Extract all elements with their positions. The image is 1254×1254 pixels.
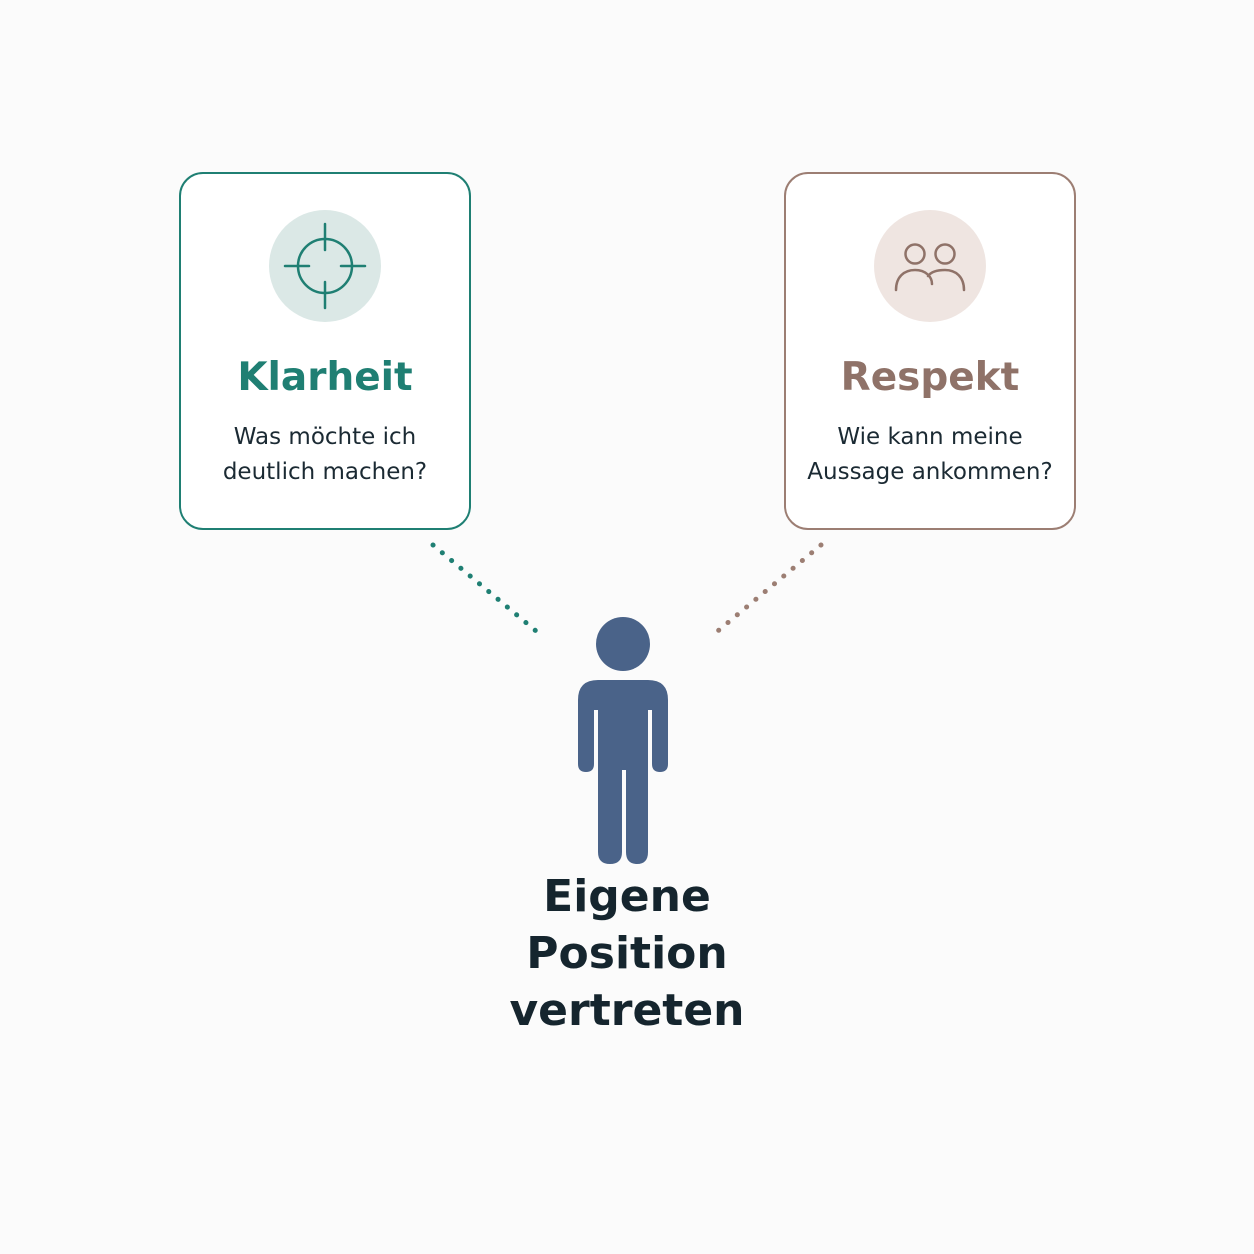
card-text-line: Was möchte ich — [233, 424, 417, 450]
card-klarheit: Klarheit Was möchte ich deutlich machen? — [179, 172, 471, 530]
two-people-icon — [874, 210, 986, 322]
card-description-klarheit: Was möchte ich deutlich machen? — [191, 420, 459, 490]
center-label-line: Position — [526, 928, 728, 979]
crosshair-target-icon — [269, 210, 381, 322]
center-label-line: Eigene — [543, 871, 711, 922]
card-text-line: Aussage ankommen? — [807, 459, 1053, 485]
person-icon — [578, 617, 668, 864]
card-text-line: deutlich machen? — [222, 459, 428, 485]
card-description-respekt: Wie kann meine Aussage ankommen? — [796, 420, 1064, 490]
connector-respekt — [710, 542, 824, 638]
card-respekt: Respekt Wie kann meine Aussage ankommen? — [784, 172, 1076, 530]
connector-klarheit — [430, 542, 545, 639]
card-title-respekt: Respekt — [840, 355, 1020, 400]
center-label: Eigene Position vertreten — [427, 868, 827, 1039]
card-text-line: Wie kann meine — [837, 424, 1023, 450]
center-label-line: vertreten — [509, 985, 745, 1036]
card-title-klarheit: Klarheit — [237, 355, 413, 400]
